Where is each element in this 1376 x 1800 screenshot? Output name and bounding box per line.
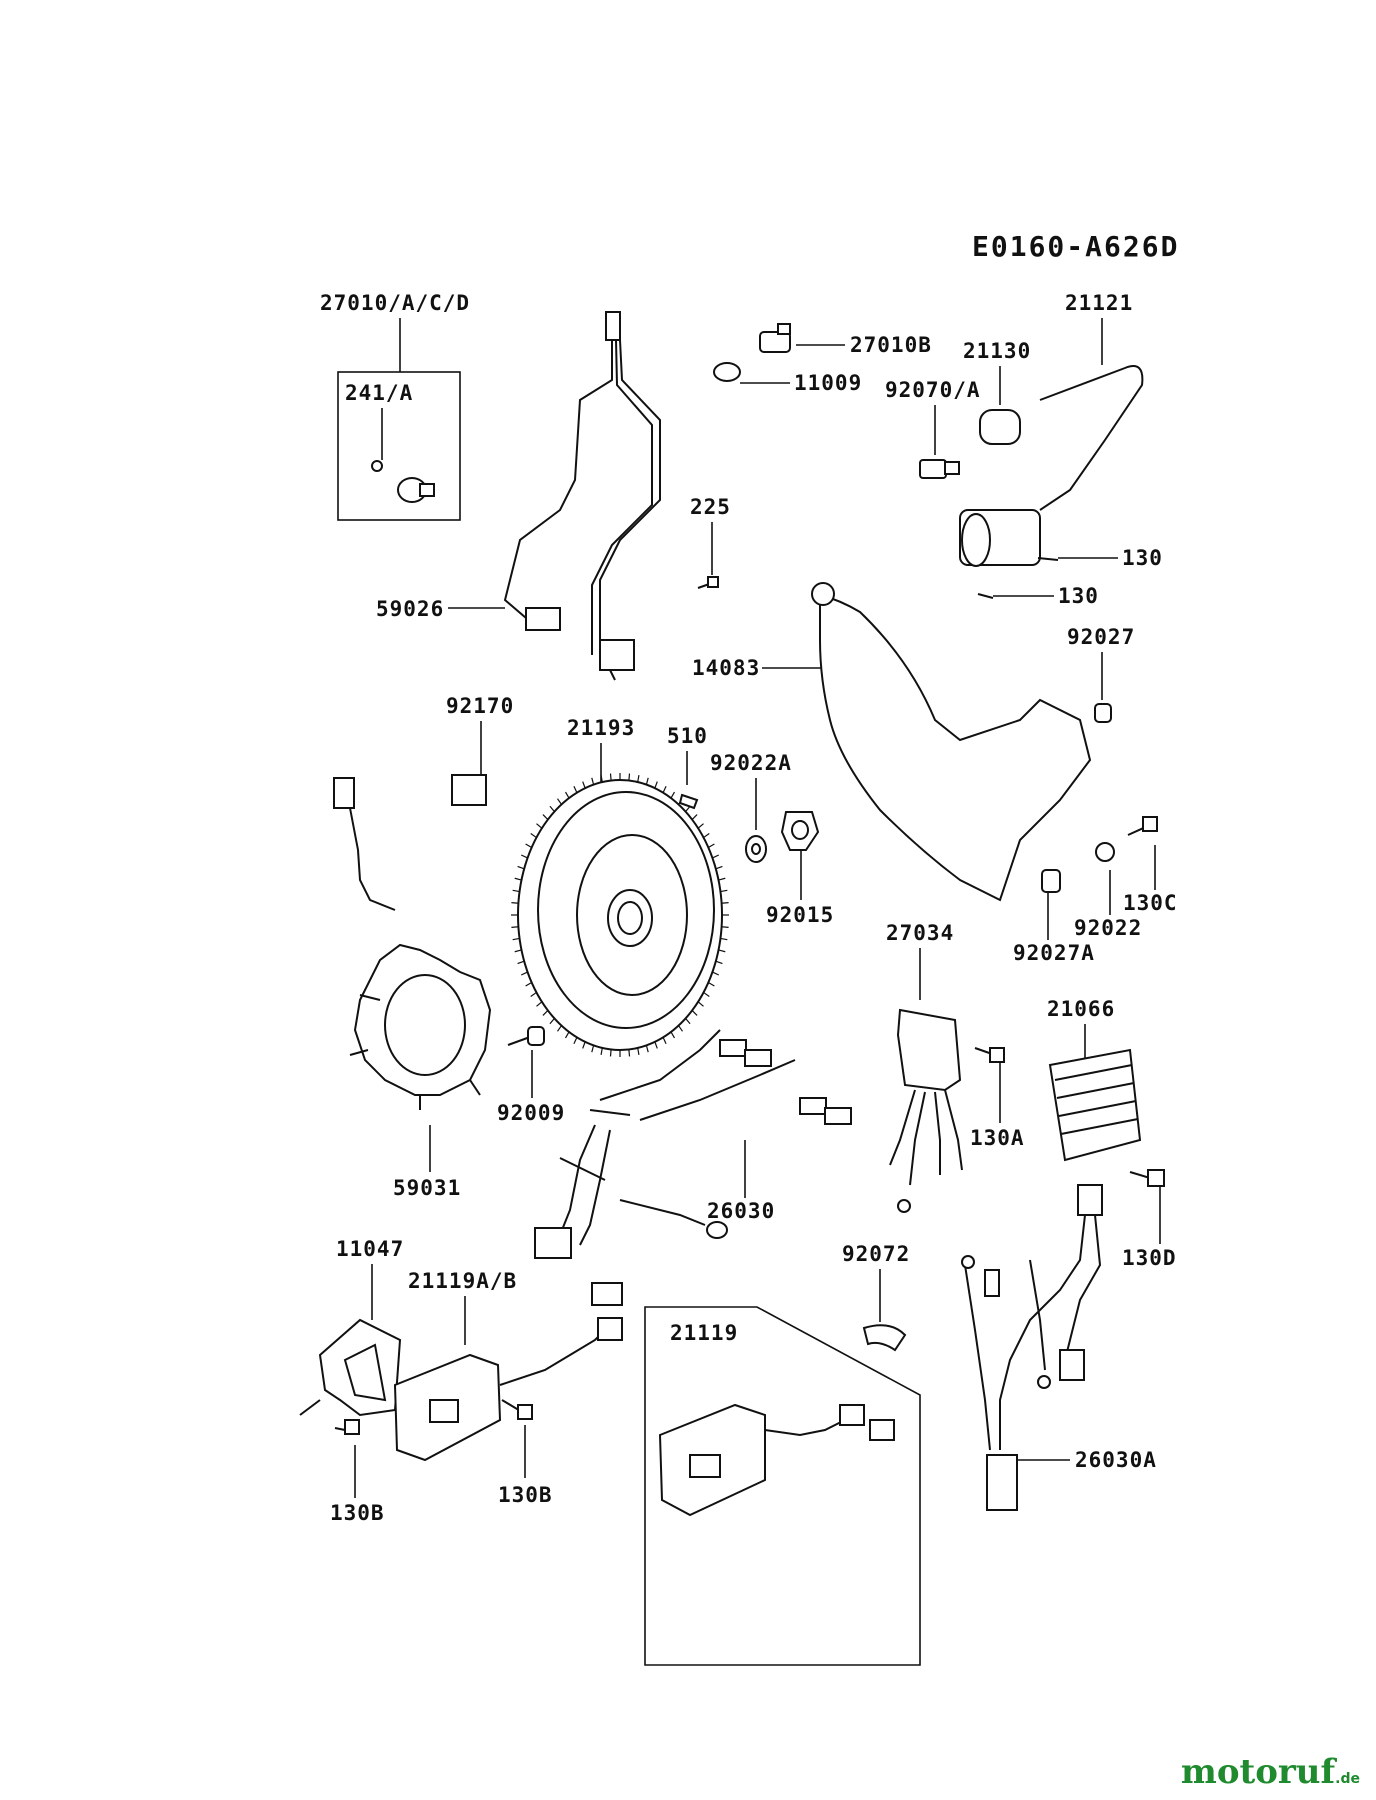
label-92022: 92022 [1074,916,1142,940]
stator-59031 [333,777,545,1110]
bracket-11047 [299,1318,402,1417]
label-11047: 11047 [336,1237,404,1261]
shroud-14083 [811,582,1092,902]
flywheel-21193 [511,773,729,1057]
watermark: motoruf.de [1181,1752,1360,1792]
label-130-upper: 130 [1122,546,1163,570]
label-92027: 92027 [1067,625,1135,649]
label-130c: 130C [1123,891,1178,915]
washer-92022 [1095,842,1115,862]
label-11009: 11009 [794,371,862,395]
sensor-92070-a [919,459,960,479]
wiring-harness-59026 [503,311,661,681]
key-510 [678,793,699,810]
label-225: 225 [690,495,731,519]
label-130a: 130A [970,1126,1025,1150]
leader-lines [354,318,1161,1498]
spacer-92027 [1094,703,1112,723]
label-59026: 59026 [376,597,444,621]
label-27034: 27034 [886,921,954,945]
label-130b-right: 130B [498,1483,553,1507]
band-92072 [862,1324,907,1352]
label-130b-left: 130B [330,1501,385,1525]
label-21119: 21119 [670,1321,738,1345]
label-27010-a-c-d: 27010/A/C/D [320,291,470,315]
label-92170: 92170 [446,694,514,718]
harness-26030 [534,1029,852,1259]
spacer-92027a [1041,869,1061,893]
label-130d: 130D [1122,1246,1177,1270]
label-92027a: 92027A [1013,941,1095,965]
label-21193: 21193 [567,716,635,740]
harness-26030a [961,1184,1103,1511]
rectifier-21066 [1048,1048,1165,1187]
diagram-code: E0160-A626D [972,230,1179,263]
label-510: 510 [667,724,708,748]
label-14083: 14083 [692,656,760,680]
label-92072: 92072 [842,1242,910,1266]
label-26030a: 26030A [1075,1448,1157,1472]
label-130-lower: 130 [1058,584,1099,608]
label-21121: 21121 [1065,291,1133,315]
oil-pressure-switch [371,460,435,503]
switch-27010b [713,323,791,382]
label-59031: 59031 [393,1176,461,1200]
box-21119 [644,1306,921,1666]
label-92022a: 92022A [710,751,792,775]
clamp-92170 [451,774,487,806]
watermark-sub: .de [1335,1771,1360,1787]
module-21119a-b [334,1282,623,1462]
label-21066: 21066 [1047,997,1115,1021]
ignition-coil-21121 [959,365,1144,599]
module-21119 [658,1403,895,1517]
label-26030: 26030 [707,1199,775,1223]
label-92015: 92015 [766,903,834,927]
label-241-a: 241/A [345,381,413,405]
box-241-a [337,371,461,521]
module-27034 [889,1008,1005,1213]
bolt-130c [1127,816,1158,836]
label-92070-a: 92070/A [885,378,981,402]
label-92009: 92009 [497,1101,565,1125]
label-27010b: 27010B [850,333,932,357]
label-21119-a-b: 21119A/B [408,1269,517,1293]
label-21130: 21130 [963,339,1031,363]
washer-92022a [745,835,767,863]
bolt-225 [697,576,719,589]
nut-92015 [780,811,820,851]
watermark-main: motoruf [1180,1752,1336,1792]
